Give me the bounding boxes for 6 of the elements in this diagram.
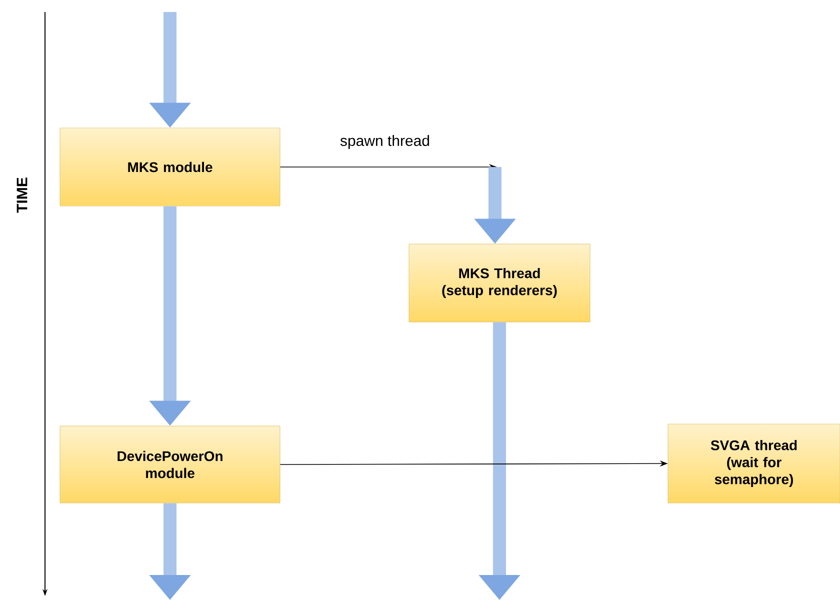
process-box: MKS module xyxy=(60,128,280,206)
axis-label: TIME xyxy=(16,178,28,213)
process-box: MKS Thread (setup renderers) xyxy=(408,244,590,322)
edge-label: spawn thread xyxy=(338,134,432,150)
process-box: DevicePowerOn module xyxy=(60,426,280,504)
process-box: SVGA thread (wait for semaphore) xyxy=(668,424,840,504)
